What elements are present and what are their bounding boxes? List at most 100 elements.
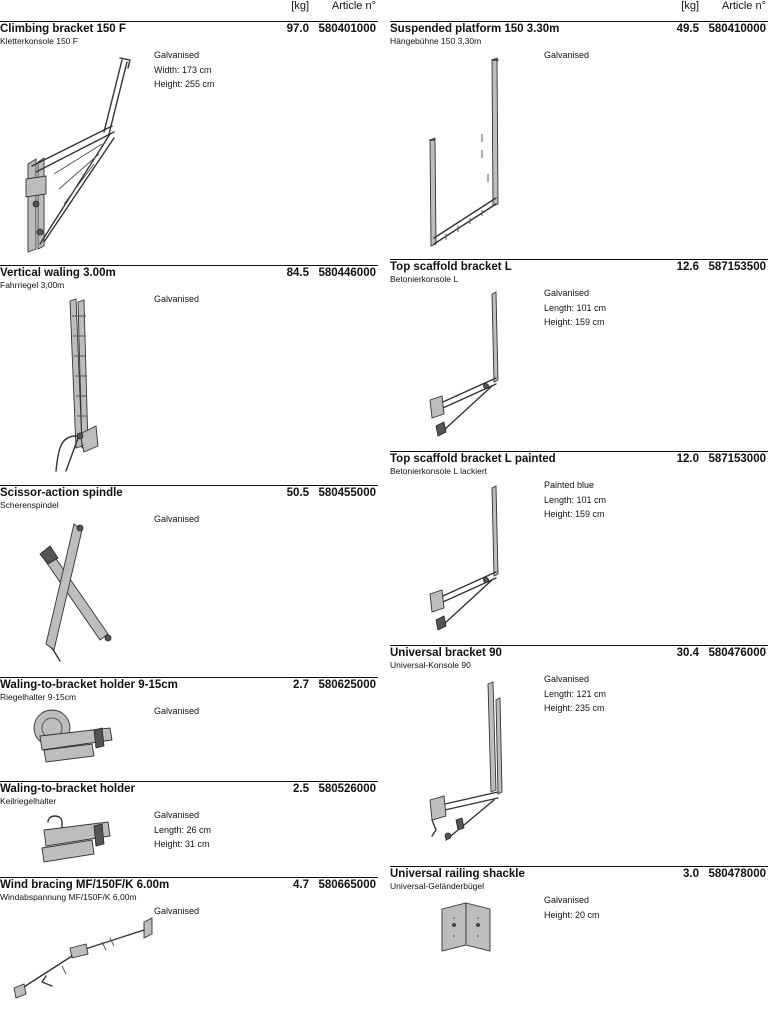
product-title: Universal bracket 90: [390, 647, 502, 659]
product-title: Waling-to-bracket holder: [0, 783, 136, 795]
spec-line: Width: 173 cm: [154, 64, 212, 75]
product-article-number: 580476000: [708, 647, 766, 659]
product-waling-holder-9-15: Waling-to-bracket holder 9-15cm Riegelha…: [0, 677, 378, 782]
left-column: [kg] Article n° Climbing bracket 150 F K…: [0, 0, 378, 1024]
article-column-header: Article n°: [331, 0, 376, 12]
product-subtitle: Kletterkonsole 150 F: [0, 36, 78, 46]
product-suspended-platform: Suspended platform 150 3.30m Hängebühne …: [390, 21, 768, 260]
spec-line: Galvanised: [154, 50, 200, 60]
weight-column-header: [kg]: [291, 0, 309, 12]
product-subtitle: Betonierkonsole L: [390, 274, 459, 284]
product-specs: Galvanised Length: 121 cm Height: 235 cm: [544, 672, 606, 716]
product-climbing-bracket-150f: Climbing bracket 150 F Kletterkonsole 15…: [0, 21, 378, 266]
spec-line: Galvanised: [154, 906, 200, 916]
product-subtitle: Scherenspindel: [0, 500, 59, 510]
product-top-scaffold-bracket-l: Top scaffold bracket L Betonierkonsole L…: [390, 259, 768, 452]
product-article-number: 580410000: [708, 23, 766, 35]
product-universal-railing-shackle: Universal railing shackle Universal-Gelä…: [390, 866, 768, 1025]
scissor-spindle-drawing: [39, 523, 112, 662]
product-article-number: 580625000: [318, 679, 376, 691]
product-title: Climbing bracket 150 F: [0, 23, 126, 35]
product-weight: 2.5: [293, 783, 309, 795]
product-specs: Galvanised Length: 26 cm Height: 31 cm: [154, 808, 211, 852]
product-top-scaffold-bracket-l-painted: Top scaffold bracket L painted Betonierk…: [390, 451, 768, 646]
product-specs: Galvanised: [544, 48, 589, 63]
spec-line: Galvanised: [544, 50, 590, 60]
product-article-number: 587153000: [708, 453, 766, 465]
spec-line: Height: 235 cm: [544, 703, 605, 713]
product-article-number: 580446000: [318, 267, 376, 279]
weight-column-header: [kg]: [681, 0, 699, 12]
spec-line: Galvanised: [154, 294, 200, 304]
spec-line: Height: 255 cm: [154, 79, 215, 89]
product-vertical-waling: Vertical waling 3.00m Fahrriegel 3,00m 8…: [0, 265, 378, 486]
product-article-number: 587153500: [708, 261, 766, 273]
product-weight: 12.6: [676, 261, 699, 273]
product-specs: Galvanised Length: 101 cm Height: 159 cm: [544, 286, 606, 330]
universal-railing-shackle-drawing: [441, 902, 491, 952]
spec-line: Height: 31 cm: [154, 839, 210, 849]
spec-line: Painted blue: [544, 480, 595, 490]
product-title: Top scaffold bracket L painted: [390, 453, 556, 465]
product-article-number: 580526000: [318, 783, 376, 795]
product-subtitle: Universal-Konsole 90: [390, 660, 471, 670]
product-waling-holder: Waling-to-bracket holder Keilriegelhalte…: [0, 781, 378, 878]
product-scissor-spindle: Scissor-action spindle Scherenspindel 50…: [0, 485, 378, 678]
product-article-number: 580455000: [318, 487, 376, 499]
product-weight: 30.4: [676, 647, 699, 659]
product-subtitle: Riegelhalter 9-15cm: [0, 692, 77, 702]
spec-line: Length: 101 cm: [544, 302, 607, 313]
universal-bracket-90-drawing: [429, 681, 503, 841]
product-weight: 84.5: [286, 267, 309, 279]
product-weight: 97.0: [286, 23, 309, 35]
left-column-header: [kg] Article n°: [0, 0, 378, 22]
product-universal-bracket-90: Universal bracket 90 Universal-Konsole 9…: [390, 645, 768, 867]
right-column-header: [kg] Article n°: [390, 0, 768, 22]
product-title: Waling-to-bracket holder 9-15cm: [0, 679, 178, 691]
vertical-waling-drawing: [55, 298, 99, 472]
product-weight: 2.7: [293, 679, 309, 691]
product-wind-bracing: Wind bracing MF/150F/K 6.00m Windabspann…: [0, 877, 378, 1025]
spec-line: Length: 101 cm: [544, 494, 607, 505]
product-specs: Galvanised: [154, 292, 199, 307]
product-title: Suspended platform 150 3.30m: [390, 23, 560, 35]
product-article-number: 580665000: [318, 879, 376, 891]
spec-line: Galvanised: [544, 288, 590, 298]
product-weight: 50.5: [286, 487, 309, 499]
product-specs: Galvanised Width: 173 cm Height: 255 cm: [154, 48, 215, 92]
waling-holder-drawing: [41, 815, 111, 863]
product-title: Scissor-action spindle: [0, 487, 123, 499]
product-subtitle: Keilriegelhalter: [0, 796, 57, 806]
spec-line: Height: 159 cm: [544, 317, 605, 327]
suspended-platform-drawing: [429, 57, 499, 247]
spec-line: Height: 159 cm: [544, 509, 605, 519]
product-specs: Galvanised Height: 20 cm: [544, 893, 600, 922]
product-title: Top scaffold bracket L: [390, 261, 512, 273]
article-column-header: Article n°: [721, 0, 766, 12]
spec-line: Galvanised: [544, 895, 590, 905]
product-subtitle: Hängebühne 150 3,30m: [390, 36, 482, 46]
spec-line: Height: 20 cm: [544, 909, 600, 920]
spec-line: Length: 26 cm: [154, 824, 212, 835]
product-subtitle: Universal-Geländerbügel: [390, 881, 485, 891]
product-title: Universal railing shackle: [390, 868, 525, 880]
top-scaffold-bracket-l-drawing: [429, 291, 499, 437]
product-subtitle: Windabspannung MF/150F/K 6,00m: [0, 892, 137, 902]
right-column: [kg] Article n° Suspended platform 150 3…: [390, 0, 768, 1024]
product-specs: Galvanised: [154, 904, 199, 919]
spec-line: Galvanised: [154, 706, 200, 716]
product-title: Wind bracing MF/150F/K 6.00m: [0, 879, 170, 891]
wind-bracing-drawing: [13, 917, 153, 999]
product-weight: 12.0: [676, 453, 699, 465]
product-specs: Galvanised: [154, 704, 199, 719]
spec-line: Galvanised: [544, 674, 590, 684]
product-subtitle: Fahrriegel 3,00m: [0, 280, 65, 290]
spec-line: Galvanised: [154, 810, 200, 820]
product-article-number: 580401000: [318, 23, 376, 35]
waling-holder-9-15-drawing: [33, 709, 113, 763]
product-article-number: 580478000: [708, 868, 766, 880]
product-subtitle: Betonierkonsole L lackiert: [390, 466, 488, 476]
top-scaffold-bracket-l-painted-drawing: [429, 485, 499, 631]
spec-line: Length: 121 cm: [544, 688, 607, 699]
product-weight: 3.0: [683, 868, 699, 880]
